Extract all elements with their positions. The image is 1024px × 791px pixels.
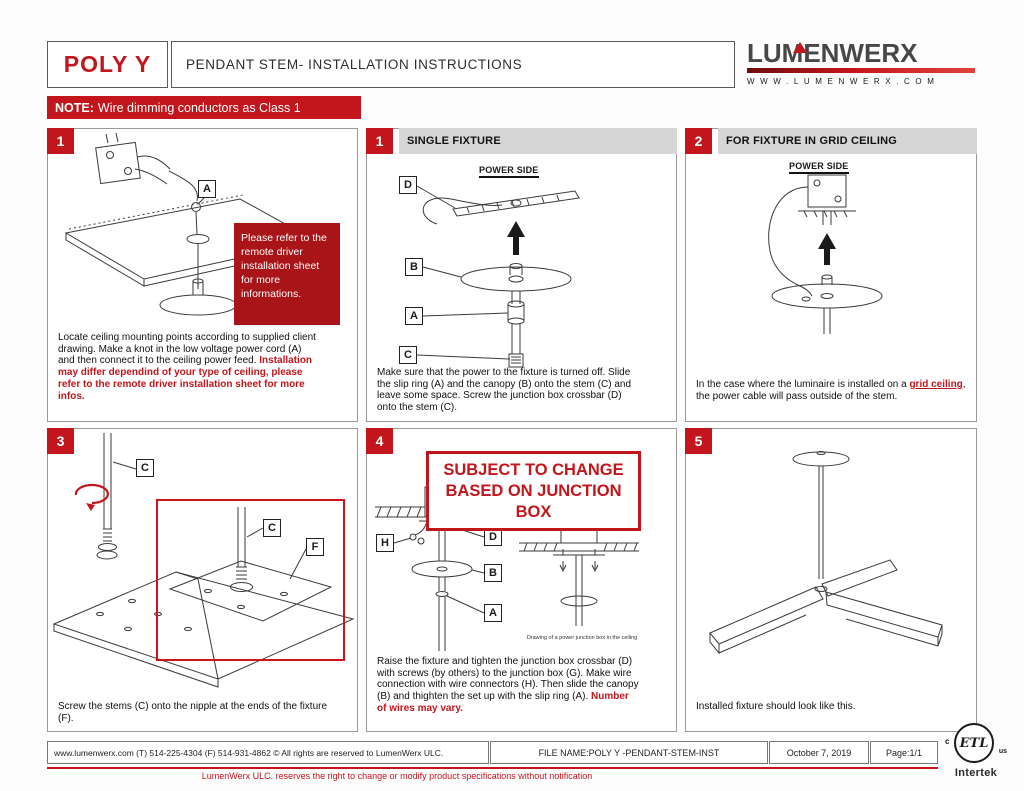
panel1-number-badge: 1 xyxy=(47,128,74,154)
panel5-instructions-red: Number of wires may vary. xyxy=(377,691,629,714)
brand-wordmark: LUMENWERX xyxy=(747,40,977,66)
detail-highlight-rect xyxy=(156,499,345,661)
footer-page: Page:1/1 xyxy=(870,741,938,764)
mini-drawing-caption: Drawing of a power junction box in the c… xyxy=(526,635,638,641)
panel3-number-badge: 2 xyxy=(685,128,712,154)
up-arrow-icon xyxy=(507,221,525,255)
panel1-instructions: Locate ceiling mounting points according… xyxy=(58,332,318,402)
panel-single-fixture: 1 SINGLE FIXTURE POWER SIDE D xyxy=(366,128,677,422)
sheet-title-box: PENDANT STEM- INSTALLATION INSTRUCTIONS xyxy=(171,41,735,88)
etl-us-label: us xyxy=(998,748,1007,755)
footer-contact: www.lumenwerx.com (T) 514-225-4304 (F) 5… xyxy=(47,741,489,764)
footer-date: October 7, 2019 xyxy=(769,741,869,764)
panel2-number-badge: 1 xyxy=(366,128,393,154)
label-b-marker: B xyxy=(484,564,502,582)
panel3-title: FOR FIXTURE IN GRID CEILING xyxy=(718,128,977,154)
brand-text: LUMENWERX xyxy=(747,38,918,68)
label-c-marker: C xyxy=(399,346,417,364)
panel-ceiling-prep: 1 A Please refer to the remote driver in… xyxy=(47,128,358,422)
panel3-instructions-post: , the power cable will pass outside of t… xyxy=(696,379,966,402)
panel3-instructions: In the case where the luminaire is insta… xyxy=(696,379,968,402)
panel3-power-side-label: POWER SIDE xyxy=(789,161,849,174)
etl-mark-text: ETL xyxy=(959,735,989,751)
panel5-instructions: Raise the fixture and tighten the juncti… xyxy=(377,656,639,715)
label-f-marker: F xyxy=(306,538,324,556)
up-arrow-icon xyxy=(818,233,836,265)
panel-grid-ceiling: 2 FOR FIXTURE IN GRID CEILING POWER SIDE… xyxy=(685,128,977,422)
remote-driver-callout: Please refer to the remote driver instal… xyxy=(234,223,340,325)
label-b-marker: B xyxy=(405,258,423,276)
etl-brand-text: Intertek xyxy=(954,767,998,779)
brand-accent-icon xyxy=(793,42,807,53)
footer-red-rule xyxy=(47,767,938,769)
rotation-arrow-icon xyxy=(74,483,109,511)
subject-to-change-warning: SUBJECT TO CHANGE BASED ON JUNCTION BOX xyxy=(426,451,641,531)
panel2-instructions: Make sure that the power to the fixture … xyxy=(377,367,632,414)
label-c-marker: C xyxy=(136,459,154,477)
mini-junction-drawing xyxy=(519,522,639,626)
footer-file-name: FILE NAME:POLY Y -PENDANT-STEM-INST xyxy=(490,741,768,764)
note-text: Wire dimming conductors as Class 1 xyxy=(97,100,301,115)
panel5-number-badge: 4 xyxy=(366,428,393,454)
panel-screw-stems: 3 xyxy=(47,428,358,732)
junction-box-illustration xyxy=(375,486,639,651)
panel6-instructions: Installed fixture should look like this. xyxy=(696,701,856,712)
panel2-power-side-label: POWER SIDE xyxy=(479,165,539,178)
panel4-number-badge: 3 xyxy=(47,428,74,454)
note-bar: NOTE: Wire dimming conductors as Class 1 xyxy=(47,96,361,119)
label-c-detail-marker: C xyxy=(263,519,281,537)
brand-logo: LUMENWERX WWW.LUMENWERX.COM xyxy=(747,40,977,86)
panel-final-result: 5 Installed fixture should look like thi… xyxy=(685,428,977,732)
etl-certification-mark: c ETL us Intertek xyxy=(944,723,1008,787)
label-d-marker: D xyxy=(484,528,502,546)
panel6-number-badge: 5 xyxy=(685,428,712,454)
panel3-instructions-pre: In the case where the luminaire is insta… xyxy=(696,379,910,390)
panel2-title: SINGLE FIXTURE xyxy=(399,128,677,154)
brand-red-bar xyxy=(747,68,975,73)
label-a-marker: A xyxy=(484,604,502,622)
installed-fixture-illustration xyxy=(709,451,943,655)
label-h-marker: H xyxy=(376,534,394,552)
product-name-box: POLY Y xyxy=(47,41,168,88)
label-a-marker: A xyxy=(198,180,216,198)
single-fixture-illustration xyxy=(416,185,580,368)
note-label: NOTE: xyxy=(55,100,94,115)
panel1-instructions-black: Locate ceiling mounting points according… xyxy=(58,332,316,367)
label-d-marker: D xyxy=(399,176,417,194)
brand-website: WWW.LUMENWERX.COM xyxy=(747,77,940,86)
label-a-marker: A xyxy=(405,307,423,325)
product-name: POLY Y xyxy=(63,51,152,77)
panel1-instructions-red: Installation may differ dependind of you… xyxy=(58,355,313,402)
panel3-grid-ceiling-term: grid ceiling xyxy=(909,379,963,390)
etl-c-label: c xyxy=(945,737,950,746)
panel4-instructions: Screw the stems (C) onto the nipple at t… xyxy=(58,701,328,724)
footer-disclaimer: LumenWerx ULC. reserves the right to cha… xyxy=(201,771,593,781)
panel-raise-fixture: 4 SUBJECT TO CHANGE BASED ON JUNCTION BO… xyxy=(366,428,677,732)
sheet-title: PENDANT STEM- INSTALLATION INSTRUCTIONS xyxy=(186,57,523,72)
panel5-instructions-black: Raise the fixture and tighten the juncti… xyxy=(377,656,639,703)
grid-ceiling-illustration xyxy=(768,174,883,334)
etl-circle-icon: ETL xyxy=(954,723,994,763)
